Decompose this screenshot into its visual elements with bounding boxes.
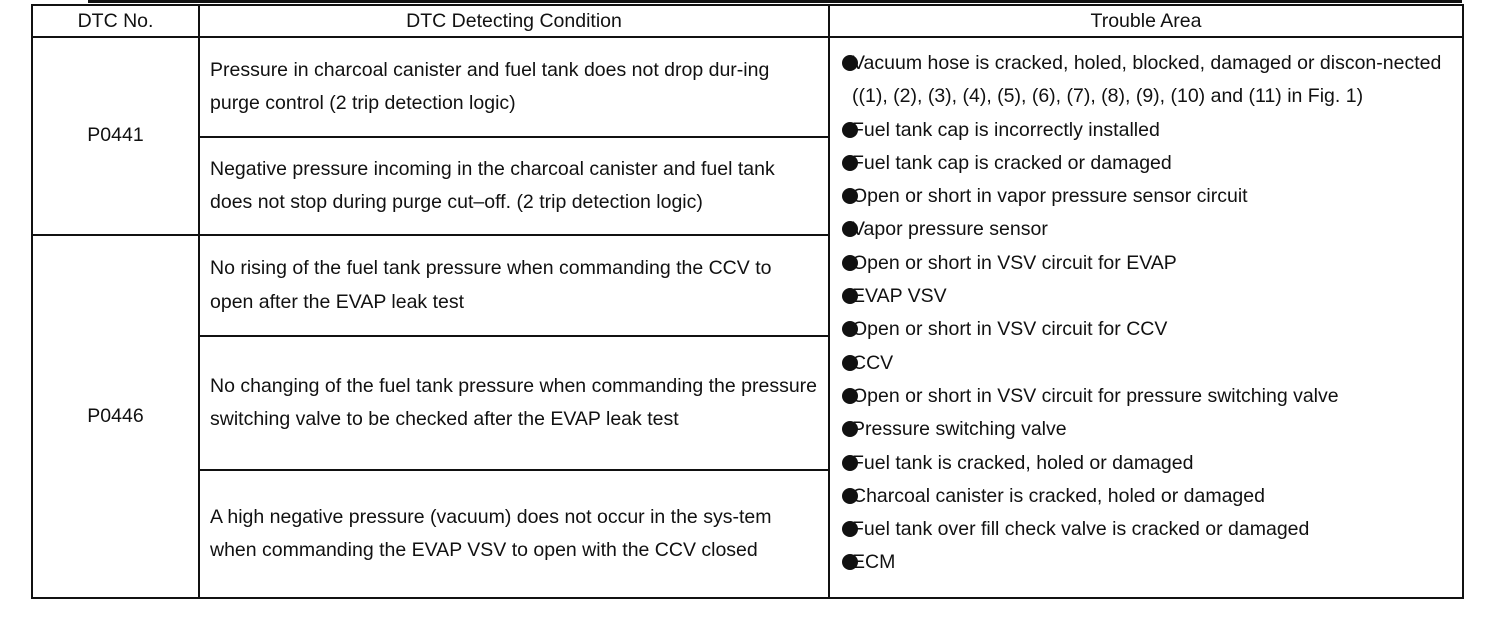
table-row: P0446 No rising of the fuel tank pressur… <box>31 234 1463 599</box>
header-condition: DTC Detecting Condition <box>198 4 830 38</box>
trouble-area-text: EVAP VSV <box>852 285 947 308</box>
trouble-area-text: Vapor pressure sensor <box>852 218 1048 241</box>
list-item: Fuel tank cap is cracked or damaged <box>842 147 1452 180</box>
filled-circle-icon <box>842 321 858 338</box>
trouble-area-text: Open or short in vapor pressure sensor c… <box>852 185 1248 208</box>
dtc-code-cell: P0441 <box>31 36 200 236</box>
trouble-area-text: Fuel tank cap is cracked or damaged <box>852 151 1172 174</box>
filled-circle-icon <box>842 154 858 171</box>
list-item: Open or short in VSV circuit for pressur… <box>842 380 1452 413</box>
filled-circle-icon <box>842 221 858 238</box>
list-item: CCV <box>842 347 1452 380</box>
table-row: P0441 Pressure in charcoal canister and … <box>31 36 1464 599</box>
filled-circle-icon <box>842 387 858 404</box>
table-row: A high negative pressure (vacuum) does n… <box>32 469 1463 599</box>
list-item: Open or short in vapor pressure sensor c… <box>842 180 1452 213</box>
trouble-area-text: CCV <box>852 351 894 374</box>
table-row: No changing of the fuel tank pressure wh… <box>32 335 1463 471</box>
trouble-area-text: Vacuum hose is cracked, holed, blocked, … <box>852 52 1442 108</box>
list-item: Charcoal canister is cracked, holed or d… <box>842 480 1452 513</box>
filled-circle-icon <box>842 55 858 71</box>
list-item: Fuel tank is cracked, holed or damaged <box>842 447 1452 480</box>
trouble-area-cell: Vacuum hose is cracked, holed, blocked, … <box>828 36 1464 599</box>
list-item: Vapor pressure sensor <box>842 213 1452 246</box>
filled-circle-icon <box>842 254 858 271</box>
trouble-area-text: Fuel tank is cracked, holed or damaged <box>852 451 1194 474</box>
trouble-area-text: ECM <box>852 551 896 574</box>
trouble-area-text: Pressure switching valve <box>852 418 1067 441</box>
trouble-area-text: Charcoal canister is cracked, holed or d… <box>852 484 1265 507</box>
condition-cell: No changing of the fuel tank pressure wh… <box>198 335 830 471</box>
list-item: ECM <box>842 546 1452 579</box>
condition-cell: Pressure in charcoal canister and fuel t… <box>198 36 830 138</box>
list-item: EVAP VSV <box>842 280 1452 313</box>
trouble-area-text: Open or short in VSV circuit for pressur… <box>852 384 1339 407</box>
header-dtc-no: DTC No. <box>31 4 200 38</box>
filled-circle-icon <box>842 354 858 371</box>
filled-circle-icon <box>842 421 858 438</box>
trouble-area-text: Fuel tank over fill check valve is crack… <box>852 518 1310 541</box>
condition-cell: Negative pressure incoming in the charco… <box>198 136 830 236</box>
filled-circle-icon <box>842 554 858 571</box>
list-item: Open or short in VSV circuit for EVAP <box>842 247 1452 280</box>
filled-circle-icon <box>842 487 858 504</box>
dtc-table: DTC No. DTC Detecting Condition Trouble … <box>31 4 1464 599</box>
dtc-code-cell: P0446 <box>31 234 200 599</box>
list-item: Vacuum hose is cracked, holed, blocked, … <box>842 47 1452 114</box>
top-rule <box>88 0 1462 3</box>
filled-circle-icon <box>842 188 858 205</box>
filled-circle-icon <box>842 454 858 471</box>
filled-circle-icon <box>842 121 858 138</box>
list-item: Fuel tank cap is incorrectly installed <box>842 114 1452 147</box>
trouble-area-list: Vacuum hose is cracked, holed, blocked, … <box>842 47 1452 580</box>
filled-circle-icon <box>842 521 858 538</box>
condition-cell: A high negative pressure (vacuum) does n… <box>198 469 830 599</box>
trouble-area-text: Fuel tank cap is incorrectly installed <box>852 118 1160 141</box>
list-item: Open or short in VSV circuit for CCV <box>842 313 1452 346</box>
condition-cell: No rising of the fuel tank pressure when… <box>198 234 830 337</box>
trouble-area-text: Open or short in VSV circuit for CCV <box>852 318 1168 341</box>
table-header-row: DTC No. DTC Detecting Condition Trouble … <box>31 4 1464 38</box>
trouble-area-text: Open or short in VSV circuit for EVAP <box>852 251 1177 274</box>
table-row: Negative pressure incoming in the charco… <box>32 136 1463 236</box>
list-item: Fuel tank over fill check valve is crack… <box>842 513 1452 546</box>
header-trouble-area: Trouble Area <box>828 4 1464 38</box>
filled-circle-icon <box>842 288 858 305</box>
list-item: Pressure switching valve <box>842 413 1452 446</box>
